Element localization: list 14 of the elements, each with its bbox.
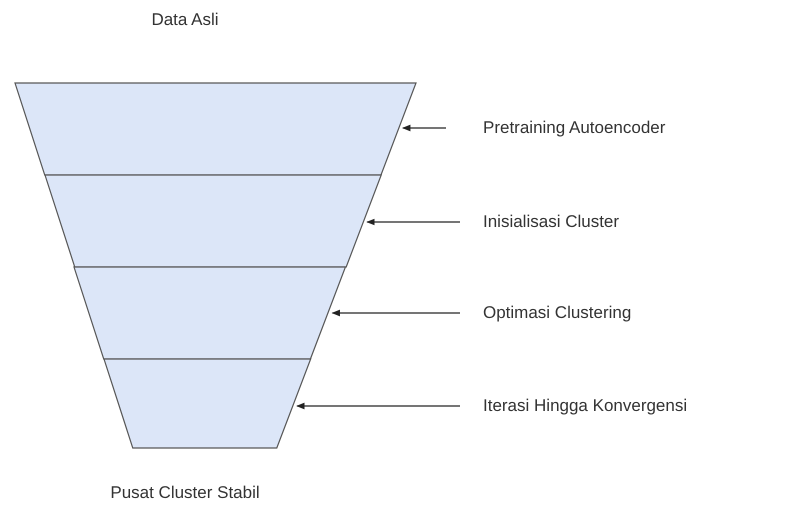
- funnel-band: [104, 359, 311, 448]
- step-label: Pretraining Autoencoder: [483, 118, 666, 138]
- step-label: Inisialisasi Cluster: [483, 212, 620, 232]
- arrow: [332, 310, 460, 316]
- step-label: Iterasi Hingga Konvergensi: [483, 396, 688, 416]
- funnel-band: [74, 267, 346, 359]
- input-label: Data Asli: [151, 10, 219, 30]
- funnel-band: [44, 175, 381, 267]
- step-label: Optimasi Clustering: [483, 303, 632, 323]
- arrow: [366, 218, 460, 226]
- funnel-band: [15, 83, 416, 175]
- arrow: [402, 124, 446, 132]
- output-label: Pusat Cluster Stabil: [110, 483, 260, 503]
- arrow: [296, 402, 460, 410]
